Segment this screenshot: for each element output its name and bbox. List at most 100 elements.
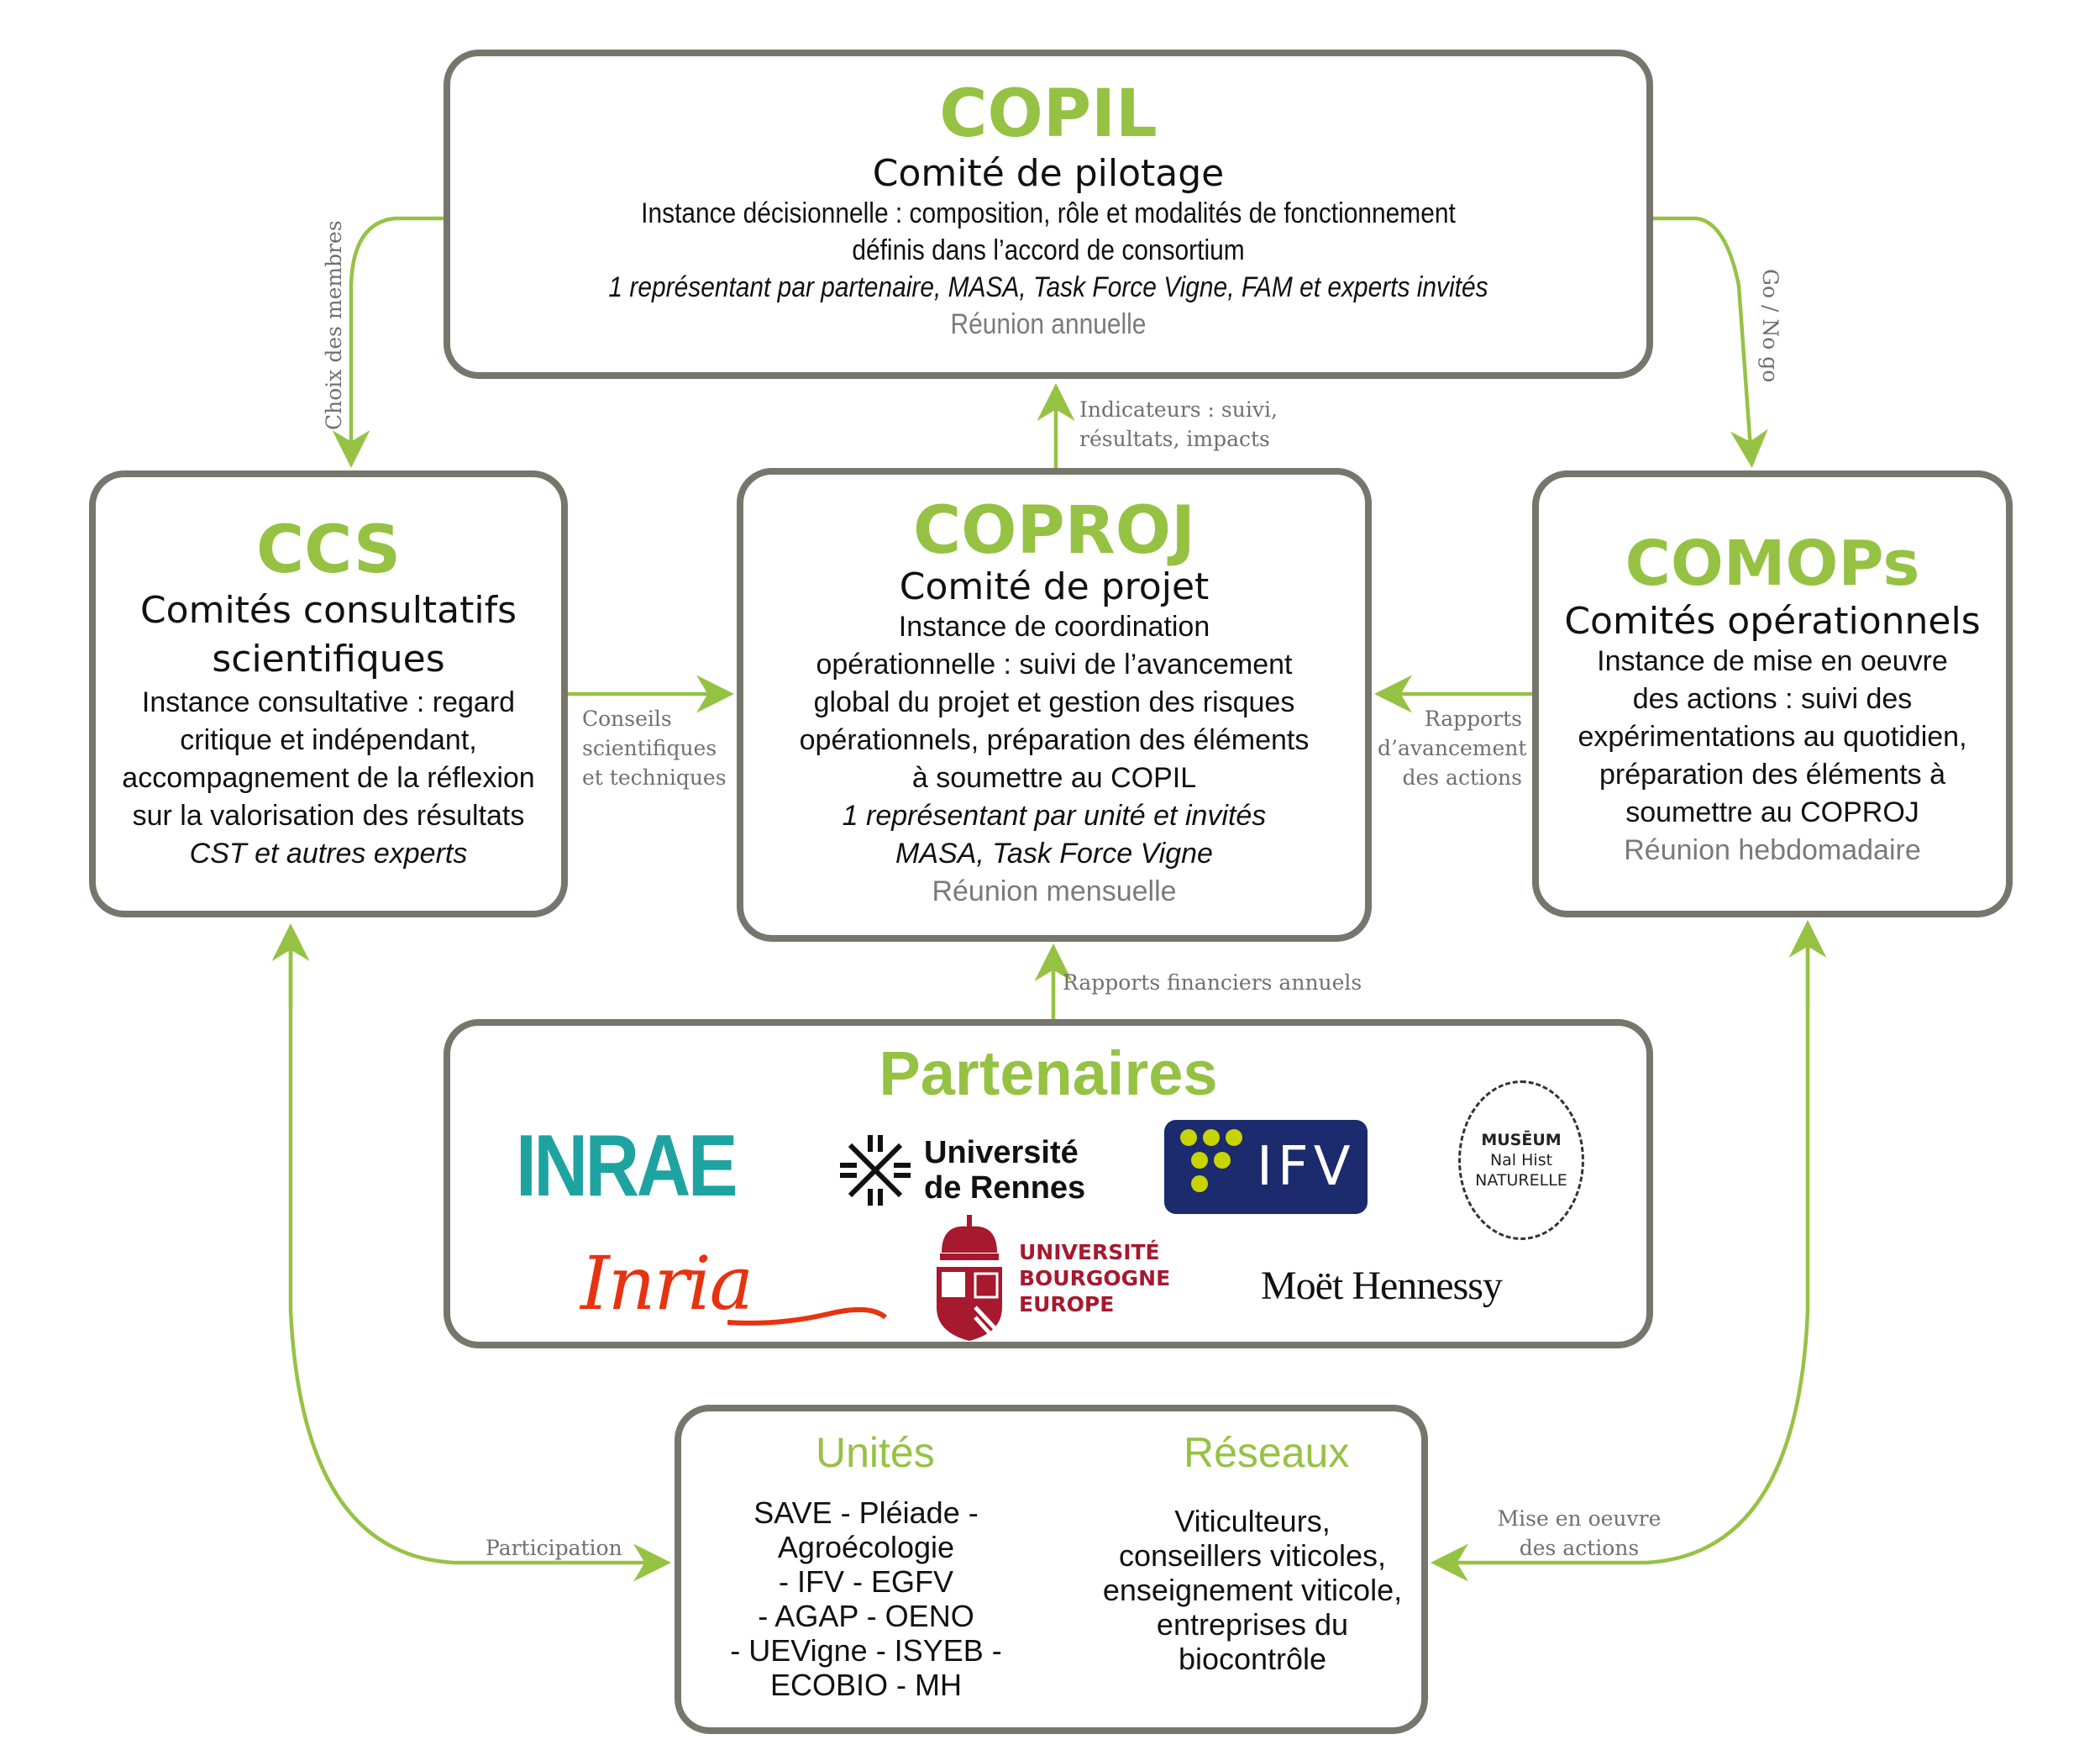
- label-text: Participation: [486, 1536, 622, 1560]
- copil-meeting: Réunion annuelle: [950, 308, 1147, 340]
- copil-description: Instance décisionnelle : composition, rô…: [522, 195, 1574, 343]
- coproj-title: Comité de projet: [899, 565, 1210, 608]
- desc-line: définis dans l’accord de consortium: [852, 234, 1245, 266]
- label-conseils: Conseils scientifiques et techniques: [582, 704, 727, 792]
- museum-logo: MUSĒUM Nal Hist NATURELLE: [1458, 1080, 1584, 1240]
- universite-bourgogne-logo: UNIVERSITÉ BOURGOGNE EUROPE: [933, 1215, 1170, 1341]
- coproj-members: 1 représentant par unité et invités: [842, 800, 1267, 832]
- label-line: Rapports: [1424, 707, 1522, 731]
- label-line: Mise en oeuvre: [1497, 1506, 1662, 1531]
- label-line: scientifiques: [582, 736, 717, 760]
- network-line: entreprises du: [1156, 1607, 1349, 1642]
- ccs-box: CCS Comités consultatifs scientifiques I…: [89, 470, 568, 917]
- logo-text: IFV: [1257, 1136, 1356, 1198]
- label-indicateurs: Indicateurs : suivi, résultats, impacts: [1079, 395, 1278, 454]
- units-networks-box: Unités Réseaux SAVE - Pléiade - Agroécol…: [675, 1405, 1428, 1734]
- desc-line: opérationnelle : suivi de l’avancement: [816, 649, 1293, 681]
- logo-text: Nal Hist: [1489, 1151, 1553, 1169]
- title-line: scientifiques: [212, 638, 445, 681]
- bourgogne-text: UNIVERSITÉ BOURGOGNE EUROPE: [1019, 1239, 1170, 1317]
- logo-text: UNIVERSITÉ: [1019, 1239, 1160, 1264]
- moet-hennessy-logo: Moët Hennessy: [1261, 1263, 1503, 1309]
- label-participation: Participation: [486, 1533, 622, 1563]
- rennes-text: Université de Rennes: [924, 1135, 1085, 1206]
- label-text: Go / No go: [1758, 269, 1782, 383]
- logo-text: Université: [924, 1135, 1079, 1170]
- desc-line: des actions : suivi des: [1632, 683, 1913, 715]
- ccs-acronym: CCS: [255, 512, 402, 588]
- desc-line: Instance de coordination: [898, 611, 1210, 643]
- desc-line: critique et indépendant,: [180, 724, 477, 756]
- unit-line: ECOBIO - MH: [769, 1668, 962, 1702]
- coproj-description: Instance de coordination opérationnelle …: [743, 608, 1365, 911]
- bourgogne-crest-icon: [937, 1215, 1002, 1341]
- desc-line: Instance consultative : regard: [141, 686, 516, 718]
- logo-text: EUROPE: [1019, 1291, 1115, 1316]
- label-go-no-go: Go / No go: [1756, 269, 1785, 382]
- copil-box: COPIL Comité de pilotage Instance décisi…: [444, 50, 1653, 379]
- arrow-mise-en-oeuvre: [1431, 941, 1810, 1582]
- coproj-acronym: COPROJ: [912, 493, 1196, 569]
- label-line: des actions: [1519, 1536, 1640, 1560]
- label-text: Rapports financiers annuels: [1063, 970, 1362, 995]
- ccs-description: Instance consultative : regard critique …: [96, 684, 561, 873]
- network-line: conseillers viticoles,: [1118, 1538, 1387, 1573]
- coproj-members: MASA, Task Force Vigne: [895, 838, 1213, 870]
- desc-line: sur la valorisation des résultats: [132, 800, 525, 832]
- units-list: SAVE - Pléiade - Agroécologie - IFV - EG…: [715, 1495, 1017, 1702]
- ccs-title: Comités consultatifs scientifiques: [96, 586, 561, 684]
- desc-line: expérimentations au quotidien,: [1578, 721, 1967, 753]
- label-rapports-avancement: Rapports d’avancement des actions: [1378, 704, 1527, 792]
- label-choix-membres: Choix des membres: [319, 220, 349, 430]
- network-line: Viticulteurs,: [1174, 1504, 1331, 1538]
- label-line: des actions: [1402, 765, 1522, 790]
- copil-acronym: COPIL: [939, 76, 1158, 152]
- units-title: Unités: [816, 1429, 935, 1476]
- desc-line: accompagnement de la réflexion: [122, 762, 535, 794]
- arrow-participation: [288, 928, 671, 1582]
- desc-line: soumettre au COPROJ: [1625, 796, 1919, 828]
- comops-acronym: COMOPs: [1625, 528, 1920, 600]
- arrow-go-no-go: [1653, 216, 1768, 468]
- logo-text: Moët Hennessy: [1261, 1264, 1503, 1308]
- label-line: Conseils: [582, 707, 672, 731]
- comops-box: COMOPs Comités opérationnels Instance de…: [1532, 470, 2013, 917]
- label-mise-en-oeuvre: Mise en oeuvre des actions: [1487, 1504, 1672, 1563]
- network-line: biocontrôle: [1178, 1642, 1327, 1676]
- desc-line: global du projet et gestion des risques: [813, 686, 1295, 718]
- logo-text: Inria: [580, 1240, 753, 1327]
- logo-text: INRAE: [516, 1117, 738, 1215]
- logo-text: de Rennes: [924, 1170, 1086, 1206]
- desc-line: Instance décisionnelle : composition, rô…: [641, 197, 1456, 229]
- networks-title: Réseaux: [1184, 1429, 1350, 1476]
- inrae-logo: INRAE: [516, 1117, 738, 1217]
- label-line: d’avancement: [1378, 736, 1527, 760]
- unit-line: - AGAP - OENO: [758, 1599, 974, 1633]
- arrow-choix-membres: [332, 216, 444, 468]
- partners-box: Partenaires INRAE Université de Rennes I…: [444, 1019, 1653, 1348]
- unit-line: - IFV - EGFV: [778, 1564, 953, 1599]
- coproj-meeting: Réunion mensuelle: [932, 875, 1177, 907]
- label-line: et techniques: [582, 765, 727, 790]
- inria-swash-icon: [727, 1306, 887, 1326]
- label-line: Indicateurs : suivi,: [1079, 397, 1278, 422]
- coproj-box: COPROJ Comité de projet Instance de coor…: [737, 468, 1372, 942]
- universite-rennes-logo: Université de Rennes: [838, 1133, 1085, 1207]
- unit-line: Agroécologie: [777, 1530, 955, 1564]
- logo-text: NATURELLE: [1475, 1171, 1567, 1190]
- desc-line: opérationnels, préparation des éléments: [799, 724, 1310, 756]
- logo-text: MUSĒUM: [1481, 1131, 1562, 1149]
- inria-logo: Inria: [580, 1240, 753, 1327]
- partners-title: Partenaires: [879, 1038, 1218, 1108]
- label-text: Choix des membres: [322, 220, 346, 430]
- ifv-logo: IFV: [1164, 1120, 1368, 1214]
- logo-text: BOURGOGNE: [1019, 1265, 1171, 1290]
- desc-line: Instance de mise en oeuvre: [1597, 645, 1948, 677]
- grape-dots-icon: [1180, 1129, 1242, 1192]
- network-line: enseignement viticole,: [1102, 1573, 1403, 1607]
- label-line: résultats, impacts: [1079, 427, 1270, 451]
- comops-title: Comités opérationnels: [1564, 600, 1981, 643]
- unit-line: - UEVigne - ISYEB -: [730, 1633, 1002, 1668]
- networks-list: Viticulteurs, conseillers viticoles, ens…: [1093, 1504, 1412, 1676]
- rennes-star-icon: [840, 1135, 911, 1206]
